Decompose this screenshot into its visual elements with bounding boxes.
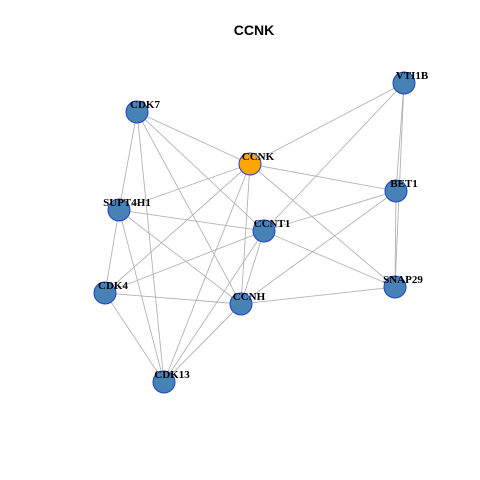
- node-ccnk: CCNK: [238, 151, 275, 176]
- node-circle-ccnh: [229, 292, 253, 316]
- edge-bet1-ccnt1: [263, 190, 397, 232]
- node-label-cdk13: CDK13: [154, 369, 190, 381]
- node-circle-vti1b: [392, 71, 416, 95]
- node-label-vti1b: VTI1B: [396, 70, 429, 82]
- edge-ccnh-cdk13: [163, 303, 242, 383]
- node-label-bet1: BET1: [390, 178, 418, 190]
- edge-supt4h1-ccnt1: [118, 209, 265, 232]
- edge-ccnk-cdk13: [163, 163, 251, 383]
- node-label-ccnk: CCNK: [242, 151, 275, 163]
- node-label-cdk7: CDK7: [130, 99, 160, 111]
- node-circle-snap29: [383, 275, 407, 299]
- edge-cdk7-cdk13: [136, 111, 165, 383]
- node-label-supt4h1: SUPT4H1: [103, 197, 151, 209]
- edge-vti1b-ccnt1: [263, 82, 405, 232]
- edge-ccnt1-cdk13: [163, 230, 265, 383]
- edge-ccnk-vti1b: [249, 82, 405, 165]
- node-vti1b: VTI1B: [392, 70, 429, 95]
- node-label-ccnt1: CCNT1: [254, 218, 291, 230]
- edge-ccnk-supt4h1: [118, 163, 251, 211]
- edge-cdk4-cdk13: [104, 292, 165, 383]
- node-circle-supt4h1: [107, 198, 131, 222]
- edge-cdk7-ccnt1: [136, 111, 265, 232]
- node-label-cdk4: CDK4: [98, 280, 128, 292]
- edge-ccnt1-cdk4: [104, 230, 265, 294]
- node-ccnt1: CCNT1: [252, 218, 291, 243]
- edge-supt4h1-cdk4: [104, 209, 120, 294]
- node-circle-ccnk: [238, 152, 262, 176]
- node-label-snap29: SNAP29: [383, 274, 423, 286]
- node-circle-bet1: [384, 179, 408, 203]
- edge-ccnk-cdk4: [104, 163, 251, 294]
- node-circle-cdk13: [152, 370, 176, 394]
- edge-cdk7-ccnk: [136, 111, 251, 165]
- node-bet1: BET1: [384, 178, 418, 203]
- edge-bet1-snap29: [394, 190, 397, 288]
- edge-supt4h1-ccnh: [118, 209, 242, 305]
- edge-ccnt1-snap29: [263, 230, 396, 288]
- edge-ccnh-snap29: [240, 286, 396, 305]
- node-supt4h1: SUPT4H1: [103, 197, 151, 222]
- node-ccnh: CCNH: [229, 291, 266, 316]
- edge-vti1b-bet1: [395, 82, 405, 192]
- nodes-layer: CCNK VTI1B CDK7BET1SUPT4H1CCNT1SNAP29CDK4C…: [93, 70, 429, 394]
- node-circle-ccnt1: [252, 219, 276, 243]
- node-cdk13: CDK13: [152, 369, 190, 394]
- edge-ccnk-snap29: [249, 163, 396, 288]
- edge-ccnk-bet1: [249, 163, 397, 192]
- edge-cdk7-supt4h1: [118, 111, 138, 211]
- graph-title: CCNK: [234, 22, 274, 38]
- node-circle-cdk7: [125, 100, 149, 124]
- edge-bet1-ccnh: [240, 190, 397, 305]
- node-label-ccnh: CCNH: [233, 291, 266, 303]
- edge-ccnt1-ccnh: [240, 230, 265, 305]
- edge-ccnk-ccnh: [240, 163, 251, 305]
- edge-cdk4-ccnh: [104, 292, 242, 305]
- node-cdk7: CDK7: [125, 99, 160, 124]
- node-circle-cdk4: [93, 281, 117, 305]
- node-cdk4: CDK4: [93, 280, 128, 305]
- edge-cdk7-ccnh: [136, 111, 242, 305]
- node-snap29: SNAP29: [383, 274, 423, 299]
